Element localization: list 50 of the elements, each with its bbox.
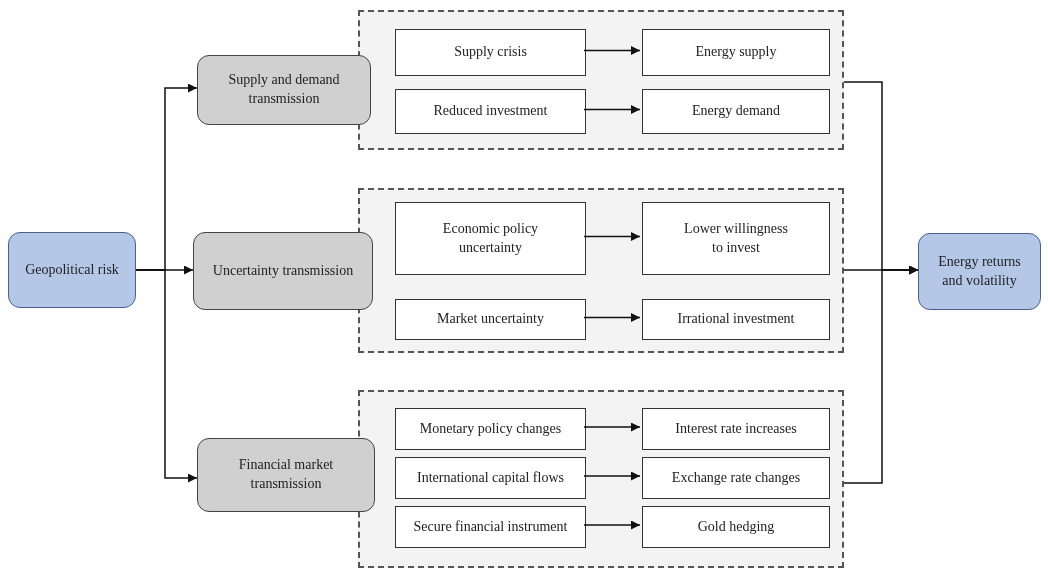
- node-label: Supply and demand transmission: [227, 71, 341, 108]
- process-box: [395, 89, 586, 134]
- arrow: [583, 313, 641, 322]
- node-label: Market uncertainty: [437, 310, 544, 329]
- node-label: Geopolitical risk: [25, 260, 119, 279]
- process-box: [395, 299, 586, 340]
- process-box: [642, 29, 830, 76]
- arrow: [135, 269, 198, 483]
- process-box: [642, 89, 830, 134]
- arrow: [843, 265, 919, 484]
- process-box: [642, 506, 830, 548]
- node-label: Lower willingness to invest: [683, 219, 789, 257]
- arrow: [583, 46, 641, 55]
- node-label: Gold hedging: [697, 517, 775, 536]
- arrow: [583, 471, 641, 481]
- node-label: Interest rate increases: [675, 419, 797, 438]
- process-box: [197, 438, 375, 512]
- arrow: [583, 520, 641, 530]
- dashed-group-box: [358, 10, 844, 150]
- process-box: [642, 299, 830, 340]
- process-box: [197, 55, 371, 125]
- node-label: Energy demand: [692, 102, 780, 121]
- arrow: [583, 105, 641, 114]
- rounded-box: [918, 233, 1041, 310]
- process-box: [395, 408, 586, 450]
- arrow: [583, 422, 641, 432]
- process-box: [642, 408, 830, 450]
- node-label: Economic policy uncertainty: [441, 219, 540, 257]
- node-label: Energy returns and volatility: [937, 252, 1022, 290]
- node-label: International capital flows: [417, 468, 564, 487]
- node-label: Reduced investment: [433, 102, 548, 121]
- process-box: [395, 202, 586, 275]
- node-label: Irrational investment: [677, 310, 795, 329]
- process-box: [395, 29, 586, 76]
- process-box: [642, 202, 830, 275]
- node-label: Energy supply: [695, 43, 777, 62]
- node-label: Secure financial instrument: [413, 517, 568, 536]
- node-label: Financial market transmission: [237, 456, 335, 493]
- node-label: Uncertainty transmission: [212, 261, 354, 280]
- node-label: Exchange rate changes: [671, 468, 801, 487]
- rounded-box: [8, 232, 136, 308]
- process-box: [395, 506, 586, 548]
- node-label: Supply crisis: [454, 43, 527, 62]
- arrow: [583, 232, 641, 241]
- node-label: Monetary policy changes: [419, 419, 562, 438]
- process-box: [642, 457, 830, 499]
- dashed-group-box: [358, 390, 844, 568]
- dashed-group-box: [358, 188, 844, 353]
- process-box: [395, 457, 586, 499]
- process-box: [193, 232, 373, 310]
